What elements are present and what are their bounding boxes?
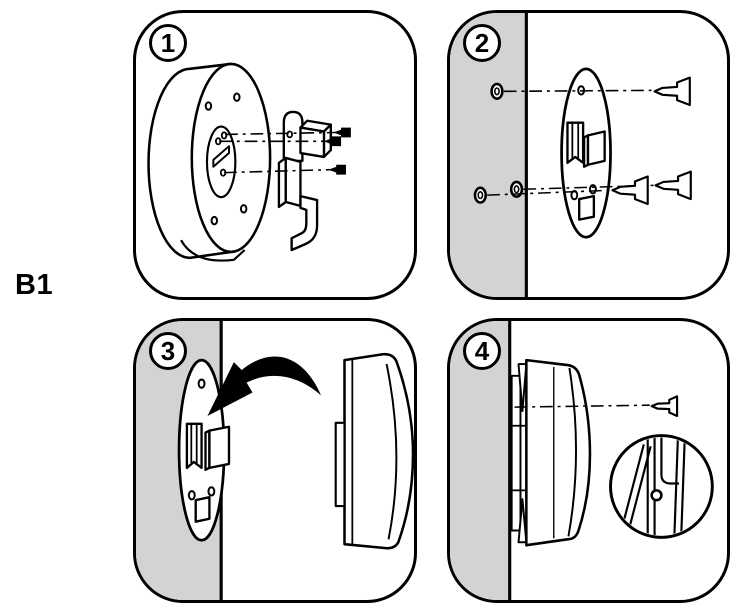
magnified-detail	[609, 434, 714, 539]
mounting-plate	[560, 67, 612, 239]
step-1-badge: 1	[149, 24, 187, 62]
figure-label: B1	[15, 269, 54, 301]
fixing-screw	[650, 395, 679, 418]
step-4-badge: 4	[463, 332, 501, 370]
step-2-panel: 2	[447, 10, 730, 300]
step-1-illustration	[147, 62, 351, 262]
mounting-plate	[177, 358, 231, 542]
mounting-screws	[611, 76, 692, 206]
bracket-screws	[323, 127, 351, 175]
mounting-bracket	[277, 110, 332, 252]
placement-arrow	[207, 356, 322, 416]
alignment-line	[514, 404, 650, 408]
device-rear-view	[147, 62, 272, 262]
step-3-illustration	[136, 321, 414, 600]
step-2-number: 2	[474, 27, 490, 58]
mounted-device	[510, 358, 592, 547]
step-4-illustration	[450, 321, 714, 600]
step-4-panel: 4	[447, 318, 730, 603]
step-1-number: 1	[160, 27, 176, 58]
step-3-number: 3	[160, 335, 176, 366]
device-side-view	[334, 352, 414, 550]
step-3-badge: 3	[149, 332, 187, 370]
step-2-badge: 2	[463, 24, 501, 62]
alignment-lines	[219, 131, 335, 174]
step-4-number: 4	[474, 335, 490, 366]
step-3-panel: 3	[133, 318, 417, 603]
wall-anchors	[473, 82, 524, 204]
step-1-panel: 1	[133, 10, 417, 300]
